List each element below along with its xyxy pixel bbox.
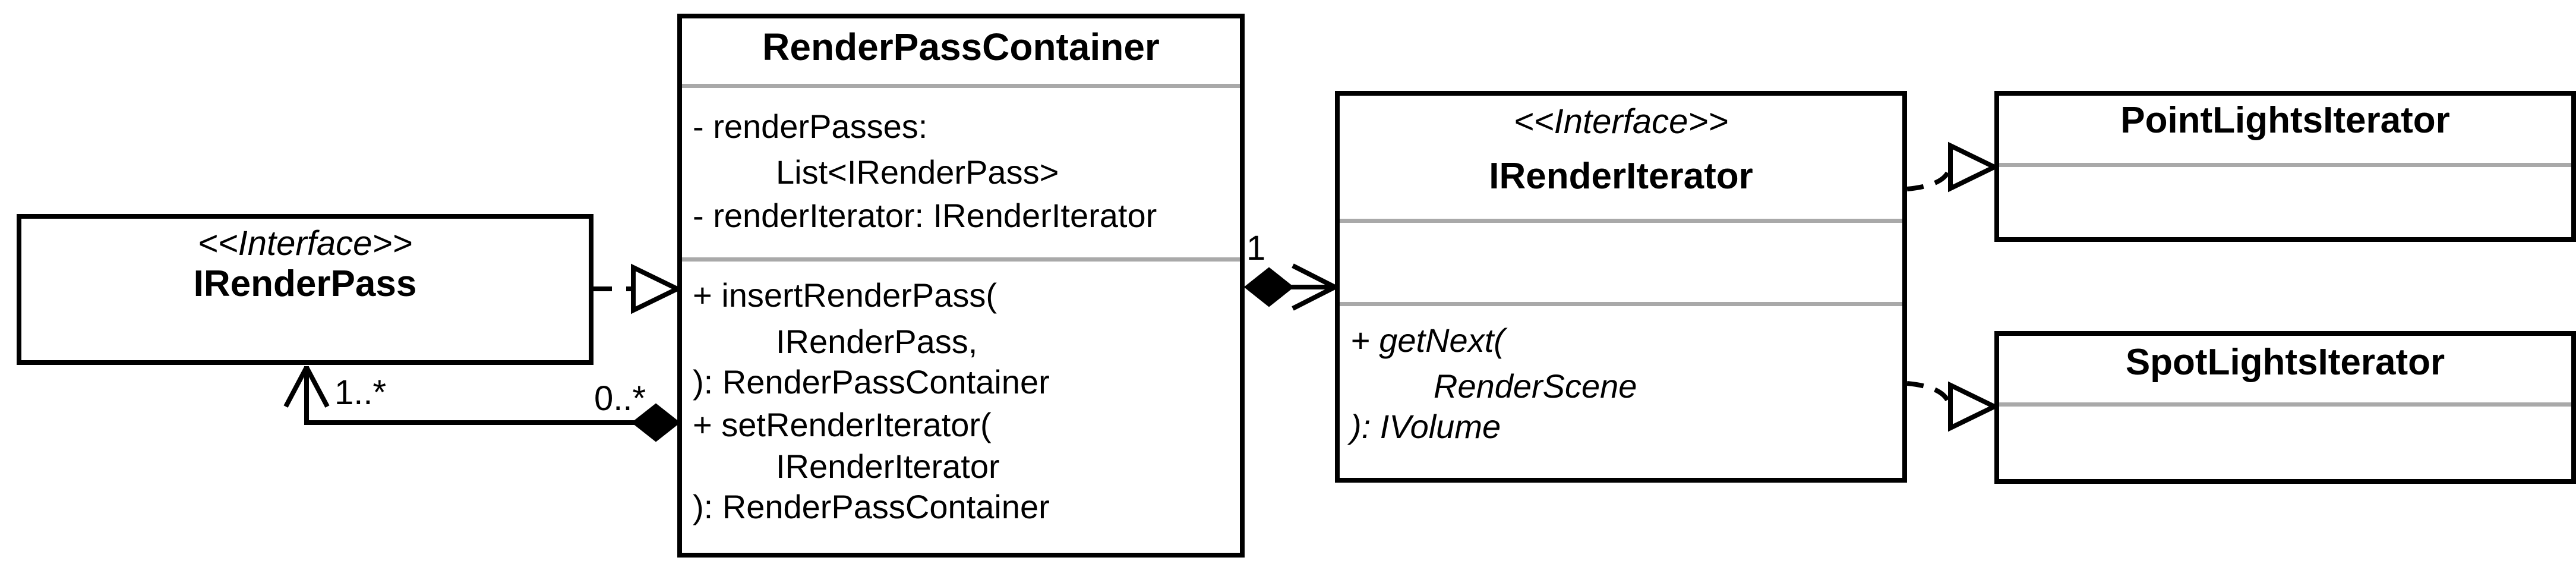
class-box-spotlightsiterator: SpotLightsIterator [1994, 331, 2576, 484]
method-line: RenderScene [1434, 367, 1637, 405]
method-line: IRenderPass, [776, 323, 978, 360]
open-arrowhead-irenderpass [283, 366, 330, 408]
method-line: ): RenderPassContainer [693, 363, 1050, 401]
method-line: ): RenderPassContainer [693, 488, 1050, 525]
class-box-irenderpass: <<Interface>> IRenderPass [17, 214, 594, 365]
compartment-separator [682, 84, 1240, 88]
class-name: IRenderPass [193, 263, 417, 304]
dashed-line-pointlightsiterator [1906, 168, 1952, 191]
attribute-line: - renderPasses: [693, 108, 928, 145]
dashed-line-spotlightsiterator [1906, 381, 1952, 406]
compartment-separator [1999, 402, 2571, 407]
class-name: IRenderIterator [1489, 156, 1753, 197]
compartment-separator [1340, 302, 1902, 306]
hollow-triangle-arrow-renderpasscontainer [631, 263, 683, 314]
filled-diamond-renderpasscontainer-right [1243, 267, 1295, 307]
class-box-irenderiterator: <<Interface>> IRenderIterator + getNext(… [1335, 91, 1907, 483]
method-line: ): IVolume [1350, 408, 1501, 445]
method-line: + setRenderIterator( [693, 406, 992, 443]
composition-elbow-line [304, 366, 634, 425]
compartment-separator [682, 257, 1240, 262]
class-box-pointlightsiterator: PointLightsIterator [1994, 91, 2576, 242]
compartment-separator [1340, 219, 1902, 223]
attribute-line: List<IRenderPass> [776, 153, 1059, 191]
attribute-line: - renderIterator: IRenderIterator [693, 197, 1157, 234]
hollow-triangle-arrow-spotlightsiterator [1948, 381, 2000, 432]
multiplicity-label-container-end: 0..* [594, 379, 646, 418]
method-line: + getNext( [1350, 322, 1505, 359]
class-name: PointLightsIterator [2120, 100, 2450, 141]
stereotype-label: <<Interface>> [1513, 102, 1729, 141]
class-box-renderpasscontainer: RenderPassContainer - renderPasses: List… [677, 14, 1245, 558]
class-name: SpotLightsIterator [2125, 342, 2445, 383]
method-line: IRenderIterator [776, 448, 1000, 485]
hollow-triangle-arrow-pointlightsiterator [1948, 141, 2000, 193]
stereotype-label: <<Interface>> [197, 224, 413, 263]
multiplicity-label-iterator-end: 1 [1246, 229, 1266, 267]
multiplicity-label-irenderpass-end: 1..* [334, 373, 387, 412]
class-name: RenderPassContainer [762, 26, 1160, 68]
method-line: + insertRenderPass( [693, 276, 997, 314]
compartment-separator [1999, 163, 2571, 167]
